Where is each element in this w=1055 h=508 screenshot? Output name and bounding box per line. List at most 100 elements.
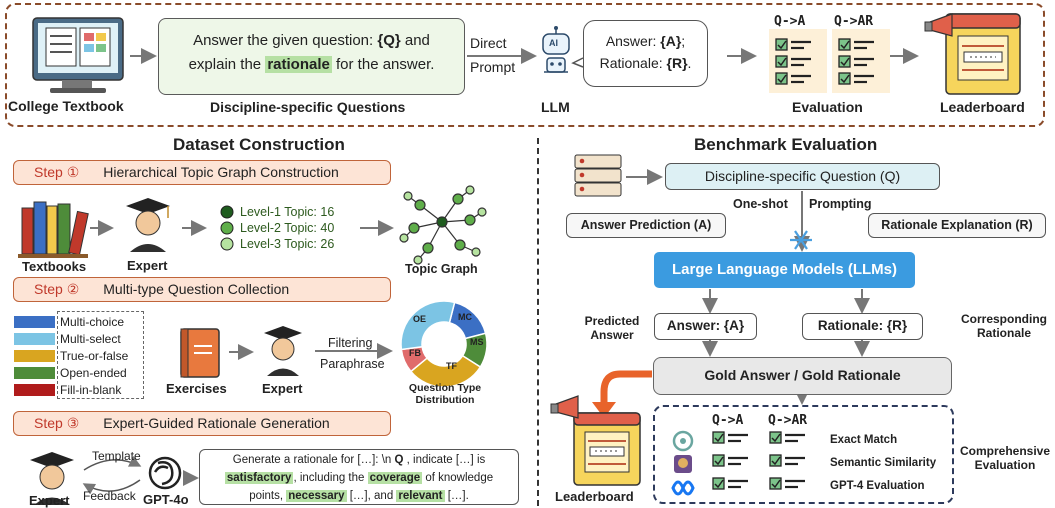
gpt4o-logo-icon	[148, 456, 182, 490]
openai-logo-icon	[672, 430, 694, 452]
top-q-ar-label: Q->AR	[834, 14, 874, 29]
evaluation-label: Evaluation	[792, 99, 863, 115]
rationale-explanation-box: Rationale Explanation (R)	[868, 213, 1046, 238]
model-avatar-icon	[674, 455, 692, 473]
rationale-box: Rationale: {R}	[802, 313, 923, 340]
comprehensive-evaluation-frame	[653, 405, 954, 504]
donut-label-mc: MC	[458, 312, 472, 322]
expert2-icon	[264, 326, 302, 376]
prompt-label: Prompt	[470, 59, 516, 75]
leaderboard-icon	[924, 13, 1021, 95]
leaderboard-icon-right	[550, 395, 641, 486]
gold-answer-rationale-box: Gold Answer / Gold Rationale	[653, 357, 952, 395]
answer-bubble: Answer: {A}; Rationale: {R}.	[583, 20, 708, 87]
server-icon	[574, 154, 622, 197]
llm-icon-text: AI	[549, 38, 558, 48]
expert-label: Expert	[127, 258, 168, 273]
llms-box: Large Language Models (LLMs)	[654, 252, 915, 288]
question-type-donut	[400, 300, 488, 388]
legend-swatch-fill-in-blank	[14, 384, 55, 396]
filtering-label: Filtering	[328, 336, 373, 350]
topic-graph-icon	[399, 185, 487, 265]
expert2-label: Expert	[262, 381, 303, 396]
right-q-ar-label: Q->AR	[768, 413, 808, 428]
gpt4o-label: GPT-4o	[143, 492, 189, 507]
legend-multi-choice: Multi-choice	[60, 315, 125, 329]
discipline-question-box: Discipline-specific Question (Q)	[665, 163, 940, 190]
right-qa-checkbox	[712, 431, 725, 444]
paraphrase-label: Paraphrase	[320, 357, 385, 371]
one-shot-label: One-shot	[733, 197, 788, 211]
legend-multi-select: Multi-select	[60, 332, 121, 346]
legend-fill-in-blank: Fill-in-blank	[60, 383, 122, 397]
expert3-icon	[30, 452, 74, 505]
top-qar-checkbox	[838, 38, 851, 51]
level3-topic: Level-3 Topic: 26	[240, 237, 335, 251]
textbooks-icon	[18, 201, 89, 258]
top-qar-checkbox	[838, 55, 851, 68]
level1-topic: Level-1 Topic: 16	[240, 205, 335, 219]
donut-label-fb: FB	[409, 348, 421, 358]
donut-label-ms: MS	[470, 337, 484, 347]
benchmark-evaluation-title: Benchmark Evaluation	[694, 135, 878, 154]
metric-gpt4-evaluation: GPT-4 Evaluation	[830, 480, 925, 492]
college-textbook-label: College Textbook	[8, 98, 124, 114]
right-qar-checkbox	[769, 454, 782, 467]
leaderboard-label-right: Leaderboard	[555, 489, 634, 504]
exercises-label: Exercises	[166, 381, 227, 396]
meta-logo-icon	[671, 480, 695, 496]
question-prompt-box: Answer the given question: {Q} and expla…	[158, 18, 465, 95]
feedback-label: Feedback	[83, 489, 136, 503]
top-qa-checkbox	[775, 72, 788, 85]
metric-semantic-similarity: Semantic Similarity	[830, 457, 937, 469]
textbooks-label: Textbooks	[22, 259, 87, 274]
legend-swatch-true-or-false	[14, 350, 55, 362]
llm-label: LLM	[541, 99, 570, 115]
level2-topic: Level-2 Topic: 40	[240, 221, 335, 235]
top-qa-checkbox	[775, 38, 788, 51]
donut-label-tf: TF	[446, 361, 457, 371]
snowflake-icon	[790, 230, 812, 250]
prompting-label: Prompting	[809, 197, 872, 211]
college-textbook-icon	[32, 17, 124, 93]
expert-icon	[126, 198, 170, 252]
legend-open-ended: Open-ended	[60, 366, 127, 380]
direct-label: Direct	[470, 35, 507, 51]
leaderboard-label-top: Leaderboard	[940, 99, 1025, 115]
question-type-legend	[57, 311, 144, 399]
discipline-questions-label: Discipline-specific Questions	[210, 99, 406, 115]
legend-swatch-open-ended	[14, 367, 55, 379]
top-pipeline-frame	[5, 3, 1045, 127]
right-q-a-label: Q->A	[712, 413, 744, 428]
right-qa-checkbox	[712, 477, 725, 490]
legend-swatch-multi-select	[14, 333, 55, 345]
right-qa-checkbox	[712, 454, 725, 467]
dataset-construction-title: Dataset Construction	[173, 135, 345, 154]
template-label: Template	[92, 449, 141, 463]
llm-robot-icon	[542, 26, 570, 73]
section-divider	[537, 138, 539, 506]
expert3-label: Expert	[29, 493, 70, 508]
exercises-book-icon	[180, 328, 220, 378]
legend-true-or-false: True-or-false	[60, 349, 129, 363]
topic-graph-label: Topic Graph	[405, 262, 478, 276]
legend-swatch-multi-choice	[14, 316, 55, 328]
right-qar-checkbox	[769, 477, 782, 490]
top-qa-checkbox	[775, 55, 788, 68]
top-q-a-label: Q->A	[774, 14, 806, 29]
metric-exact-match: Exact Match	[830, 434, 898, 446]
answer-prediction-box: Answer Prediction (A)	[566, 213, 726, 238]
rationale-generation-prompt-box: Generate a rationale for […]: \n Q , ind…	[199, 449, 519, 505]
donut-label-oe: OE	[413, 314, 427, 324]
top-qar-checkbox	[838, 72, 851, 85]
answer-box: Answer: {A}	[654, 313, 757, 340]
right-qar-checkbox	[769, 431, 782, 444]
